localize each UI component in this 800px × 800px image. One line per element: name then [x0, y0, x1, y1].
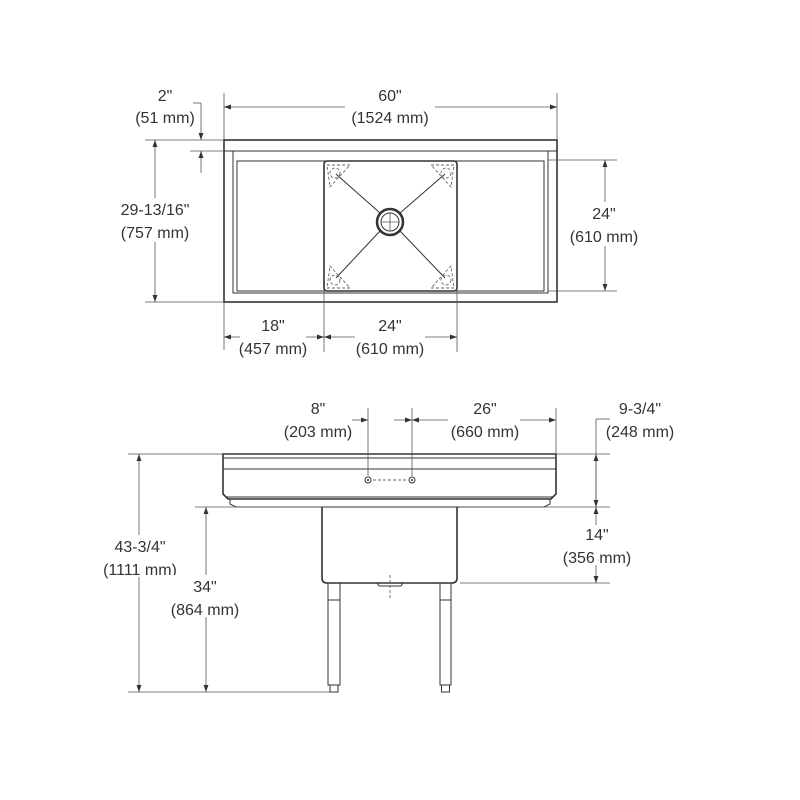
corner-feet-hidden	[326, 164, 455, 289]
dim-label-in: 26"	[473, 401, 496, 418]
dim-label-mm: (610 mm)	[570, 229, 638, 246]
dim-label-mm: (757 mm)	[121, 225, 189, 242]
top-view: 60" (1524 mm) 2" (51 mm) 29-13/16" (757 …	[108, 88, 643, 358]
sink-outline-top	[223, 139, 558, 303]
dim-label-in: 2"	[158, 88, 173, 105]
dim-overall-height: 43-3/4" (1111 mm)	[98, 453, 330, 693]
drainboard-edge	[232, 150, 549, 294]
dim-label-in: 14"	[585, 527, 608, 544]
dim-label-in: 18"	[261, 318, 284, 335]
dim-label-in: 9-3/4"	[619, 401, 661, 418]
dim-label-in: 24"	[378, 318, 401, 335]
drain-icon	[375, 207, 405, 237]
leg-right	[439, 582, 452, 693]
leg-left	[327, 582, 341, 693]
dim-label-mm: (51 mm)	[135, 110, 195, 127]
dim-faucet-spacing: 8" (203 mm)	[284, 401, 413, 476]
dim-label-mm: (660 mm)	[451, 424, 519, 441]
dim-overall-width: 60" (1524 mm)	[223, 88, 558, 140]
front-view: 8" (203 mm) 26" (660 mm) 9-3/4" (248 mm)…	[98, 401, 674, 693]
drainboard-lip	[229, 499, 551, 508]
dim-backsplash-height: 9-3/4" (248 mm)	[460, 401, 674, 508]
dim-label-in: 34"	[193, 579, 216, 596]
dim-label-mm: (1111 mm)	[103, 562, 177, 579]
dim-faucet-to-edge: 26" (660 mm)	[412, 401, 557, 454]
dim-label-in: 29-13/16"	[121, 202, 190, 219]
dim-overall-depth: 29-13/16" (757 mm)	[108, 140, 224, 303]
dim-label-mm: (1524 mm)	[351, 110, 428, 127]
dim-label-mm: (356 mm)	[563, 550, 631, 567]
dim-bowl-width: 24" (610 mm)	[324, 291, 458, 358]
dim-label-mm: (610 mm)	[356, 341, 424, 358]
dim-label-mm: (864 mm)	[171, 602, 239, 619]
dim-label-mm: (457 mm)	[239, 341, 307, 358]
dim-backsplash-offset: 2" (51 mm)	[135, 88, 224, 173]
dim-rim-height: 34" (864 mm)	[168, 506, 322, 692]
dim-drainboard-width: 18" (457 mm)	[223, 291, 325, 358]
faucet-holes	[364, 476, 416, 484]
bowl-front	[321, 507, 458, 584]
dim-label-in: 24"	[592, 206, 615, 223]
dim-bowl-depth: 24" (610 mm)	[548, 159, 643, 292]
dim-bowl-height: 14" (356 mm)	[460, 507, 636, 584]
bowl-top	[323, 160, 458, 292]
bowl-slope-lines	[335, 173, 446, 279]
dim-label-in: 60"	[378, 88, 401, 105]
dim-label-mm: (248 mm)	[606, 424, 674, 441]
dim-label-in: 43-3/4"	[114, 539, 165, 556]
backsplash-front	[222, 453, 557, 500]
dim-label-in: 8"	[311, 401, 326, 418]
dim-label-mm: (203 mm)	[284, 424, 352, 441]
